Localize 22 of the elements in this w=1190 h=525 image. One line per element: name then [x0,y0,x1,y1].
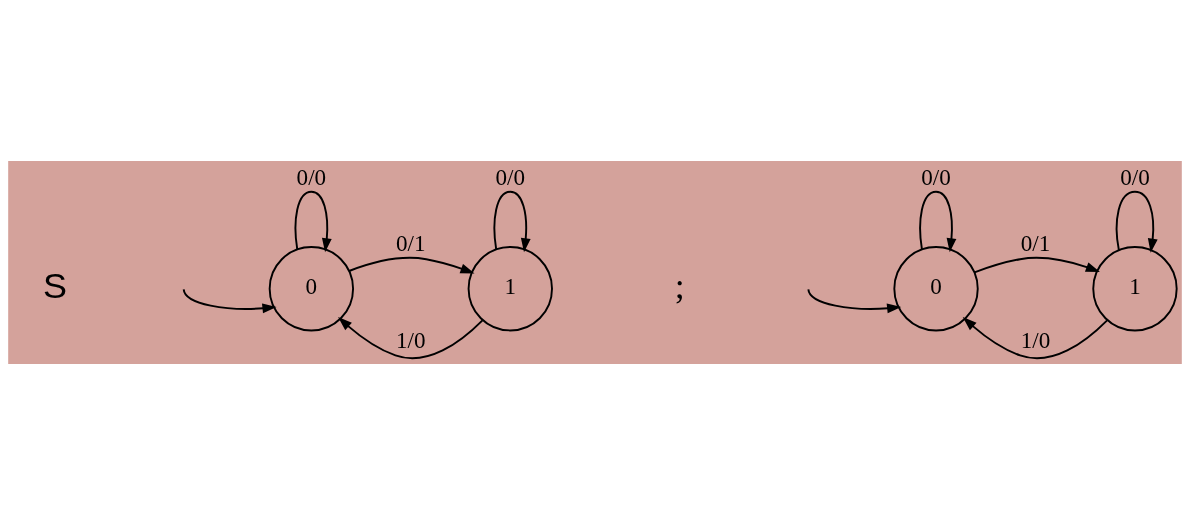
arrow [807,288,902,314]
edge-label: 0/0 [1120,163,1150,190]
arrow [962,317,1109,360]
arrow [1115,190,1158,253]
edge-label: 1/0 [1020,327,1051,354]
arrow [338,317,484,360]
arrow [919,190,957,253]
edge-label: 1/0 [396,327,426,354]
label: ; [674,265,685,306]
edge-label: 0/0 [921,163,951,190]
arrow [348,256,475,274]
arrow [294,190,332,253]
edge-label: 0/0 [495,163,526,190]
label: S [43,264,68,306]
arrow [493,190,531,253]
arrow [973,256,1100,274]
node-circle: 1 [467,246,553,332]
edge-label: 0/0 [296,163,327,190]
edge-label: 0/1 [396,229,426,256]
edge-label: 0/1 [1020,229,1051,256]
node-circle: 1 [1092,246,1178,332]
arrow [182,288,277,314]
